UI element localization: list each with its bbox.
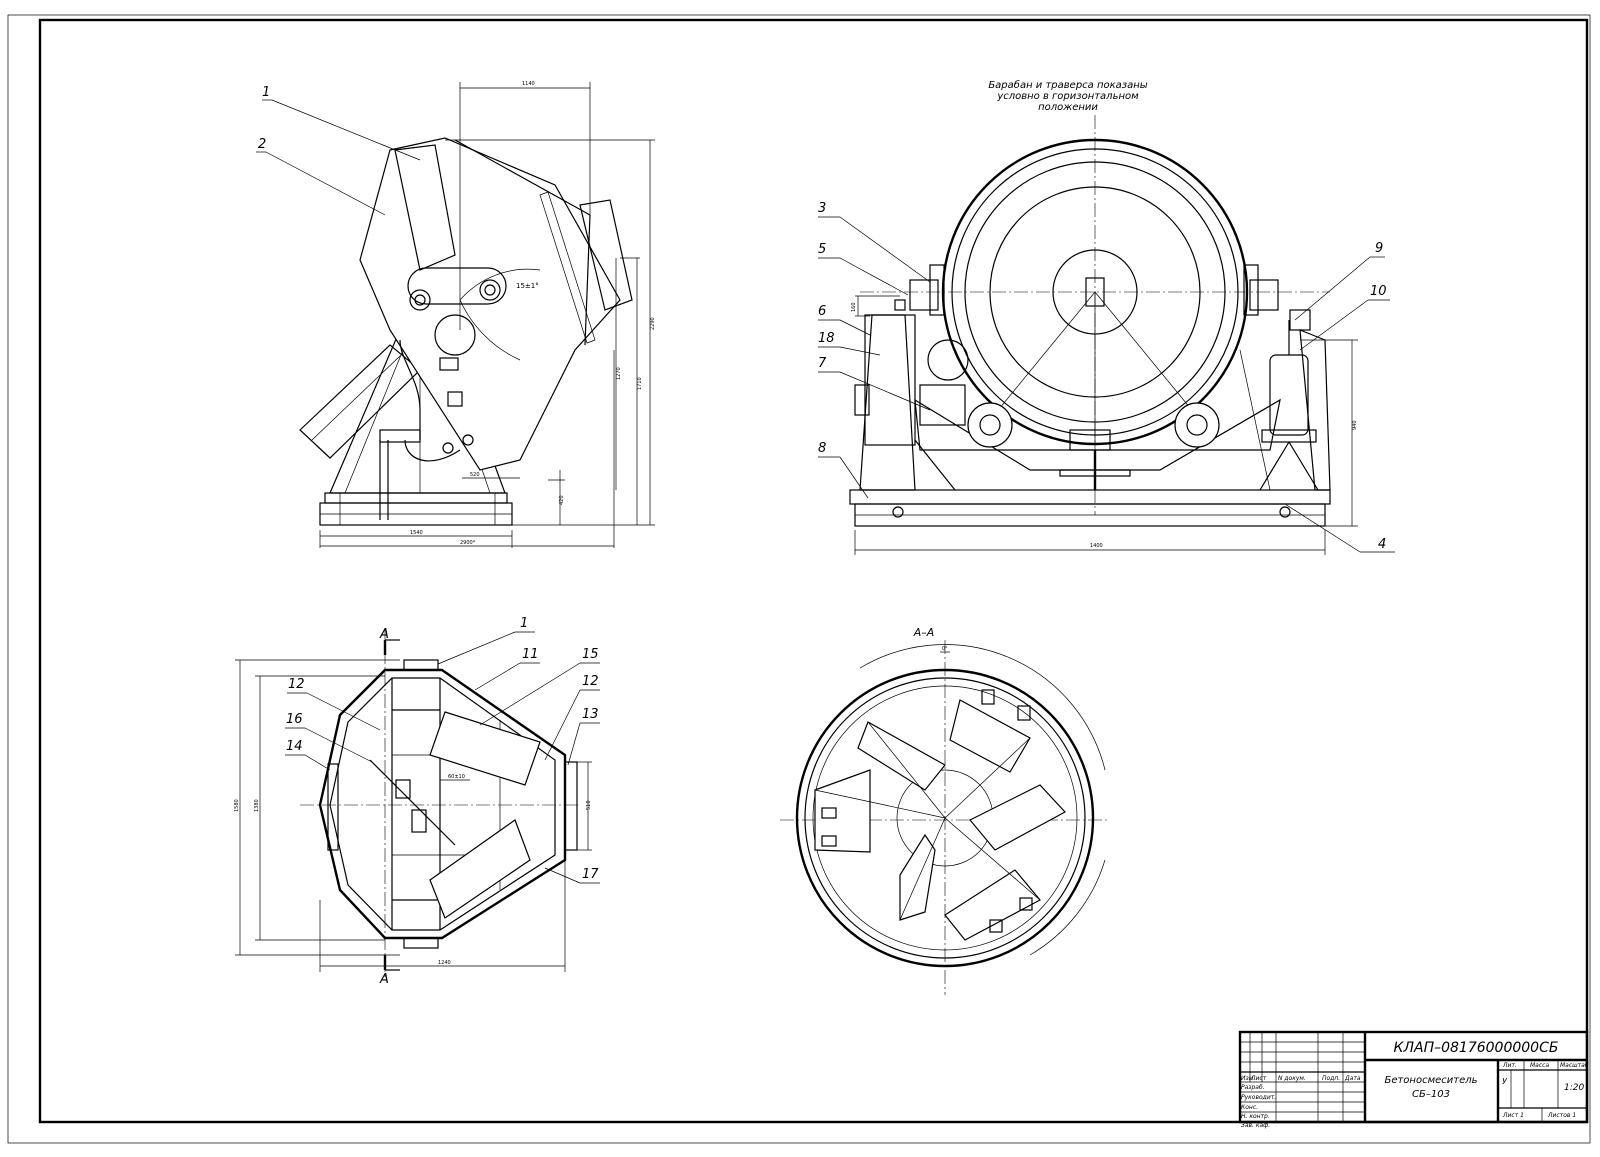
svg-text:условно в горизонтальном: условно в горизонтальном: [996, 91, 1139, 102]
lit-value: У: [1502, 1077, 1508, 1086]
dim-front-right: 940: [1352, 420, 1358, 430]
role-zavkaf: Зав. каф.: [1241, 1122, 1270, 1129]
drawing-note: Барабан и траверса показаны условно в го…: [988, 79, 1147, 113]
inner-frame: [38, 18, 1589, 1124]
callout-3: 3: [818, 201, 826, 216]
doc-code: КЛАП–08176000000СБ: [1394, 1040, 1559, 1056]
dim-section-top: 0°: [942, 646, 948, 652]
dim-side-right-b: 1710: [637, 377, 643, 390]
callout-13: 13: [582, 707, 599, 722]
header-mass: Масса: [1530, 1062, 1549, 1069]
row-label-data: Дата: [1344, 1075, 1361, 1082]
callout-5: 5: [818, 242, 826, 257]
callout-11: 11: [522, 647, 539, 662]
dim-side-top: 1140: [522, 81, 535, 87]
callout-2-side: 2: [258, 137, 266, 152]
dim-drum-angle: 60±10: [448, 774, 465, 780]
row-label-ndok: N докум.: [1278, 1075, 1306, 1082]
drum-section-view: А А 1580 1380 1240 510 60±10 1 11 15: [234, 616, 600, 987]
header-lit: Лит.: [1502, 1062, 1517, 1069]
callout-12-left: 12: [288, 677, 305, 692]
dim-drum-height-a: 1580: [234, 799, 240, 812]
header-scale: Масштаб: [1560, 1062, 1589, 1069]
role-kons: Конс.: [1241, 1104, 1258, 1111]
product-name: Бетоносмеситель: [1384, 1075, 1477, 1086]
dim-side-angle: 15±1°: [516, 282, 539, 290]
title-block: КЛАП–08176000000СБ Бетоносмеситель СБ–10…: [1238, 1030, 1589, 1129]
svg-text:Барабан и траверса показаны: Барабан и траверса показаны: [988, 79, 1147, 91]
outer-border: [7, 14, 1591, 1144]
product-model: СБ–103: [1412, 1089, 1450, 1100]
svg-text:положении: положении: [1038, 102, 1098, 113]
cut-mark-top: А: [379, 627, 389, 642]
callout-12-right: 12: [582, 674, 599, 689]
dim-drum-height-b: 1380: [254, 799, 260, 812]
dim-front-left: 160: [851, 302, 857, 312]
row-label-podp: Подп.: [1322, 1075, 1340, 1082]
front-view: 1400 940 160 3 5 6 18 7 8 9 10: [818, 115, 1395, 555]
role-razrab: Разраб.: [1241, 1084, 1265, 1091]
sheet-number: Лист 1: [1502, 1112, 1524, 1119]
scale-value: 1:20: [1564, 1083, 1584, 1093]
dim-side-small-a: 420: [559, 495, 565, 505]
side-view: 1140 2290 1710 1270 1540 2900* 420 520 1…: [256, 81, 656, 548]
dim-side-bottom-b: 2900*: [460, 540, 476, 546]
dim-side-right-a: 2290: [650, 317, 656, 330]
role-nkontr: Н. контр.: [1241, 1113, 1270, 1120]
section-label: А–А: [913, 626, 935, 639]
cut-mark-bottom: А: [379, 972, 389, 987]
callout-6: 6: [818, 304, 826, 319]
callout-7: 7: [818, 356, 827, 371]
dim-side-right-c: 1270: [616, 367, 622, 380]
row-label-izm: Изм.: [1241, 1075, 1255, 1082]
dim-side-small-b: 520: [470, 472, 480, 478]
callout-1-drum: 1: [520, 616, 528, 631]
callout-1-side: 1: [262, 85, 270, 100]
section-a-a: А–А 0°: [780, 626, 1110, 995]
callout-16: 16: [286, 712, 303, 727]
callout-10: 10: [1370, 284, 1387, 299]
callout-8: 8: [818, 441, 826, 456]
dim-front-bottom: 1400: [1090, 543, 1103, 549]
callout-17: 17: [582, 867, 599, 882]
dim-side-bottom-a: 1540: [410, 530, 423, 536]
callout-4: 4: [1378, 537, 1386, 552]
callout-18: 18: [818, 331, 835, 346]
sheet-count: Листов 1: [1547, 1112, 1576, 1119]
callout-15: 15: [582, 647, 599, 662]
dim-drum-outlet: 510: [586, 800, 592, 810]
row-label-list: Лист: [1250, 1075, 1267, 1082]
role-ruk: Руководит.: [1241, 1094, 1276, 1101]
callout-14: 14: [286, 739, 303, 754]
callout-9: 9: [1375, 241, 1383, 256]
dim-drum-bottom: 1240: [438, 960, 451, 966]
